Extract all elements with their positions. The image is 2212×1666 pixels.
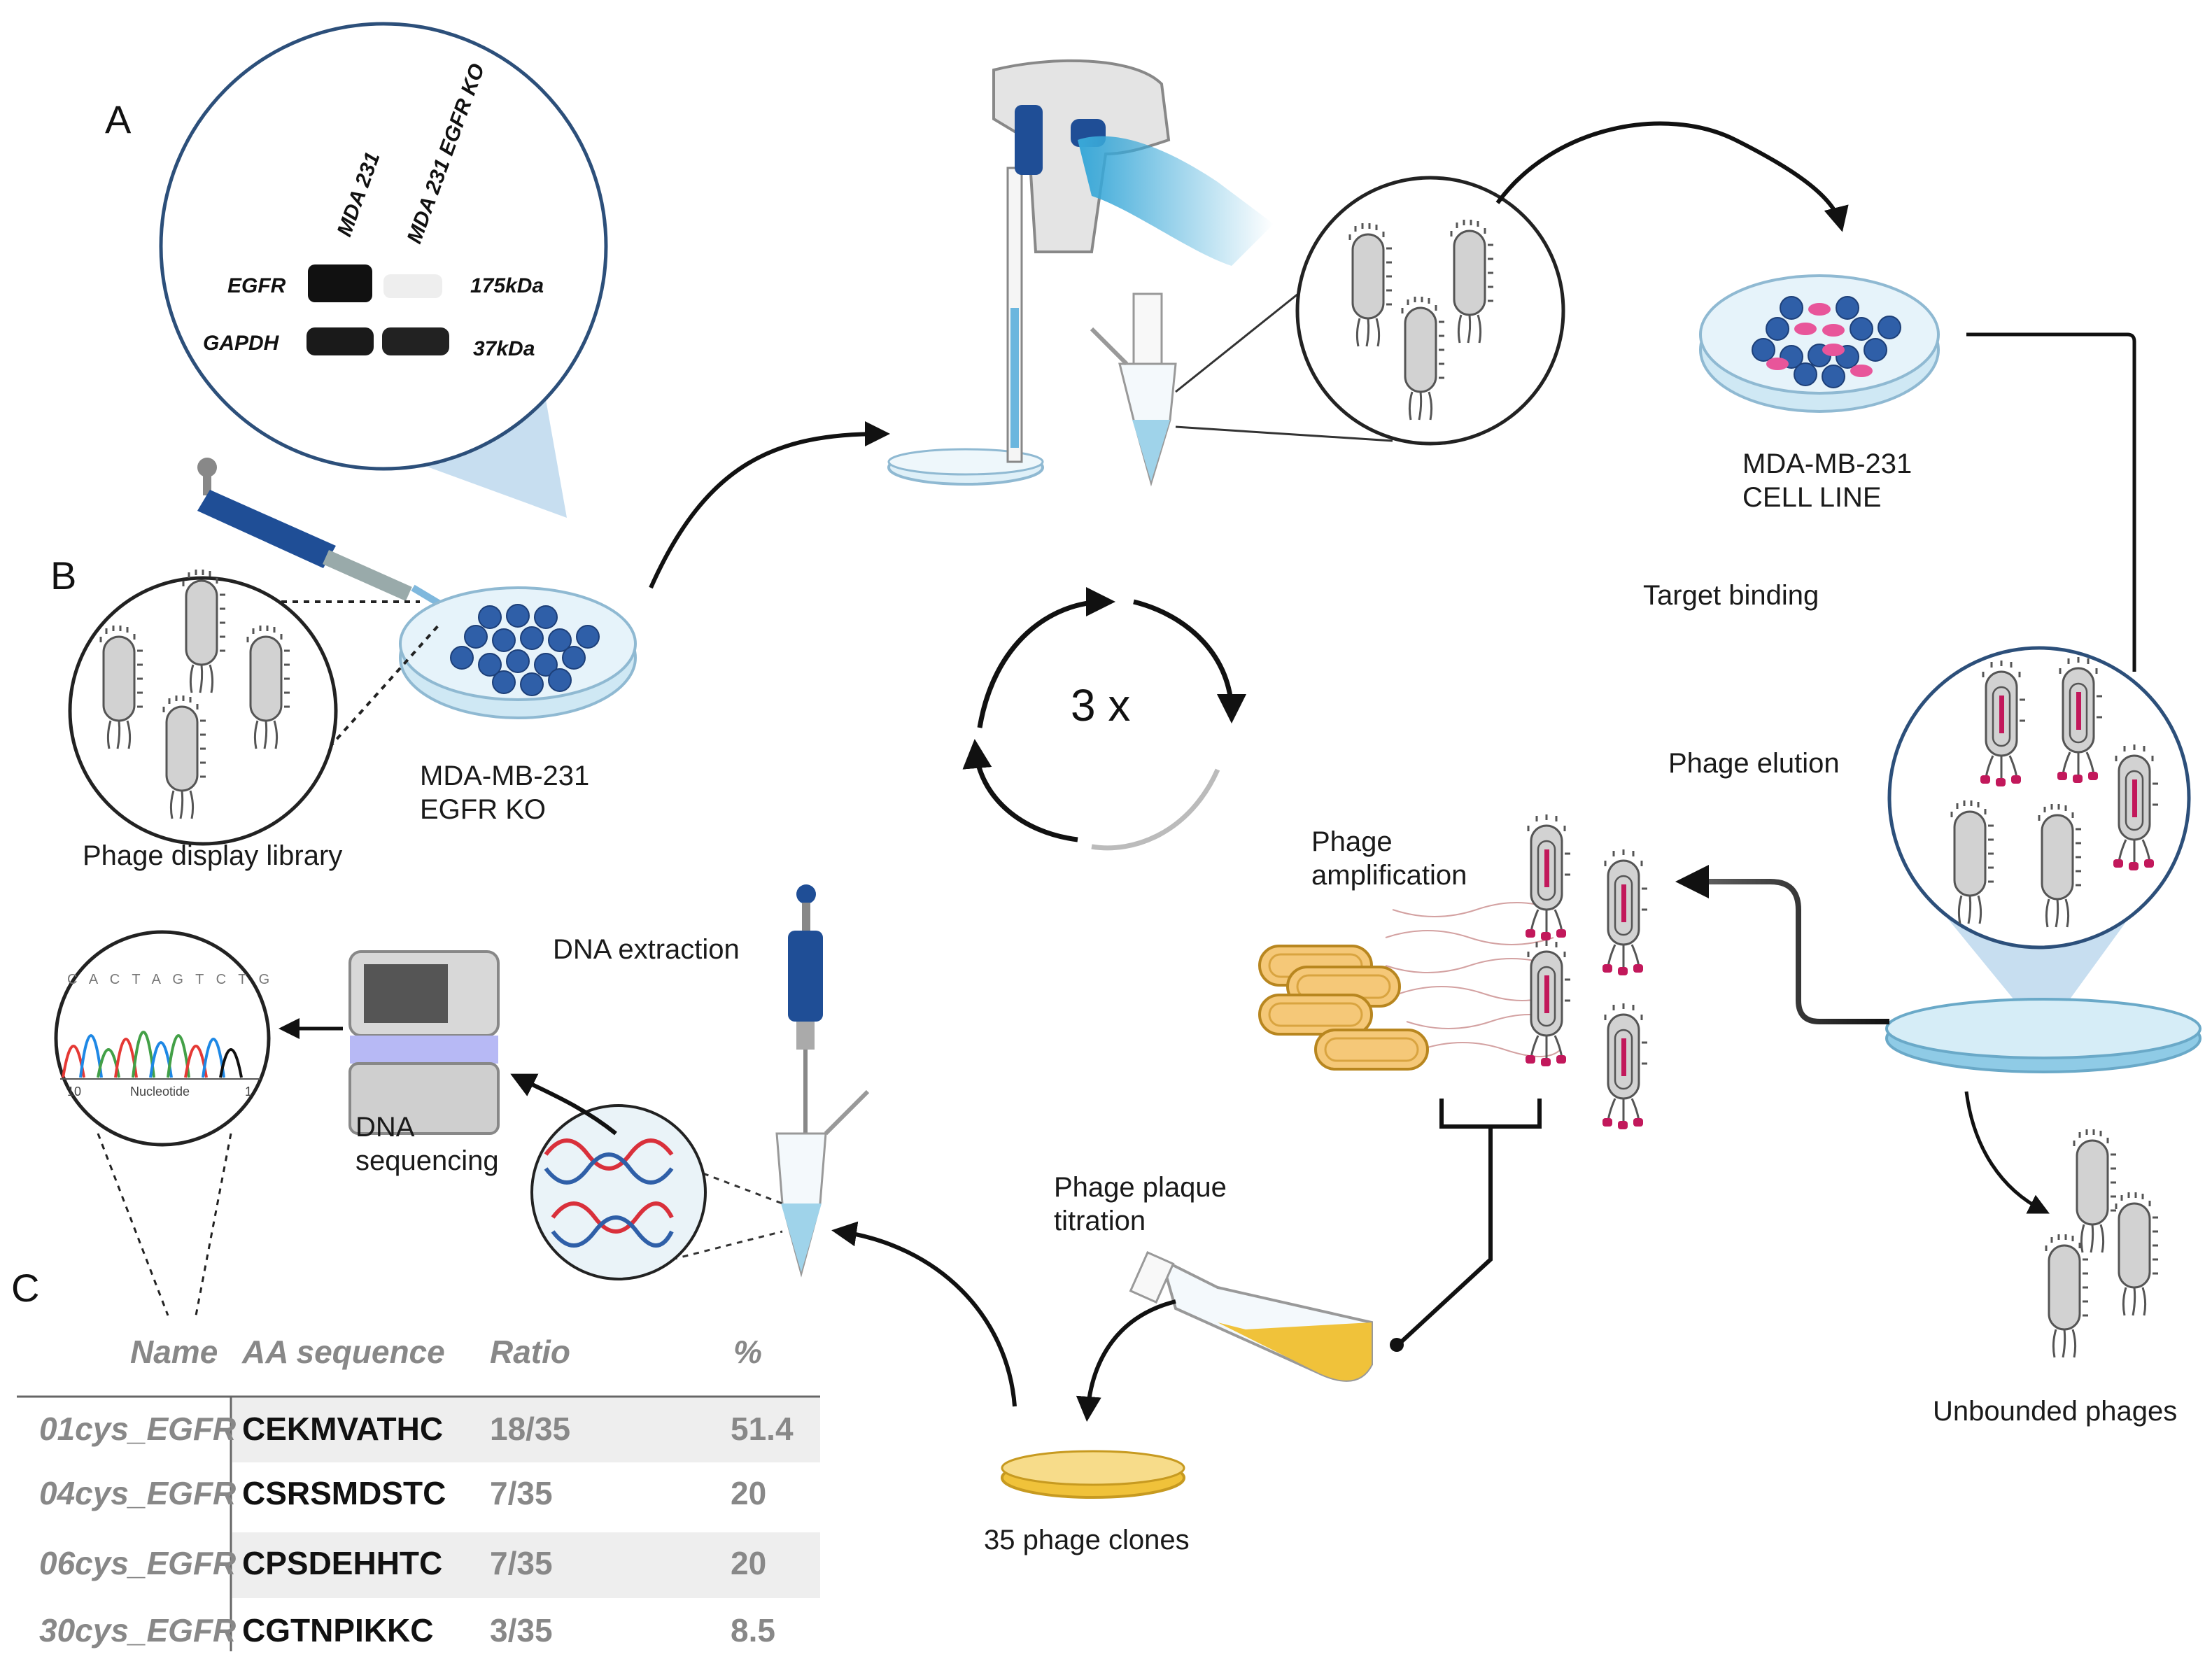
panel-label-b: B — [50, 553, 76, 598]
zoom-line — [671, 1160, 783, 1205]
table-cell-pct: 20 — [731, 1545, 766, 1581]
zoom-line — [1175, 425, 1393, 442]
table-cell-pct: 20 — [731, 1475, 766, 1511]
table-cell-ratio: 7/35 — [490, 1545, 553, 1581]
target-cell-dish — [1699, 274, 1940, 413]
table-header: % — [733, 1334, 762, 1370]
cycle-arrows-icon — [962, 587, 1246, 851]
table-cell-name: 04cys_EGFR — [39, 1475, 236, 1511]
table-cell-name: 30cys_EGFR — [39, 1612, 236, 1649]
unbound-label: Unbounded phages — [1933, 1396, 2177, 1427]
table-cell-seq: CEKMVATHC — [242, 1411, 443, 1447]
library-magnifier — [68, 568, 442, 846]
elution-label: Phage elution — [1668, 748, 1840, 779]
titration-label: titration — [1054, 1206, 1146, 1236]
sequencing-label: sequencing — [355, 1145, 499, 1176]
arrow — [1495, 121, 1849, 232]
clone-plate-icon — [1001, 1450, 1185, 1499]
blot-size-label: 175kDa — [470, 274, 544, 297]
arrow — [510, 1073, 617, 1136]
unbound-phages-icon — [2045, 1128, 2160, 1359]
table-cell-name: 06cys_EGFR — [39, 1545, 236, 1581]
amplification-label: amplification — [1311, 860, 1467, 891]
ko-cell-dish — [399, 586, 637, 719]
sequencing-label: DNA — [355, 1112, 415, 1143]
arrow — [1076, 1299, 1176, 1422]
connector-line — [1397, 1099, 1542, 1346]
table-cell-ratio: 7/35 — [490, 1475, 553, 1511]
amplification-label: Phage — [1311, 826, 1393, 857]
blot-band — [308, 264, 372, 302]
table-cell-ratio: 18/35 — [490, 1411, 570, 1447]
chromatogram-axis-label: Nucleotide — [130, 1085, 190, 1099]
pipette-controller-icon — [887, 59, 1274, 486]
dna-magnifier — [530, 1104, 707, 1280]
zoom-line — [97, 1133, 169, 1316]
chromatogram-bases: C A C T A G T C T G — [67, 972, 274, 987]
table-header: AA sequence — [241, 1334, 445, 1370]
table-cell-pct: 8.5 — [731, 1612, 775, 1649]
flask-icon — [1129, 1251, 1373, 1382]
connector-line — [1966, 332, 2136, 672]
chromatogram-axis-label: 1 — [245, 1085, 252, 1099]
connector-dot — [1390, 1338, 1404, 1352]
sequence-table: Name AA sequence Ratio % 01cys_EGFR CEKM… — [17, 1334, 820, 1651]
clones-label: 35 phage clones — [984, 1525, 1190, 1555]
elution-magnifier — [1887, 646, 2191, 1036]
sequencer-icon — [348, 950, 500, 1135]
table-cell-seq: CGTNPIKKC — [242, 1612, 433, 1649]
titration-label: Phage plaque — [1054, 1172, 1227, 1203]
extraction-pipette-icon — [788, 884, 823, 1148]
phage-input-magnifier — [1295, 176, 1565, 446]
microcentrifuge-tube-icon — [1090, 292, 1177, 487]
table-cell-ratio: 3/35 — [490, 1612, 553, 1649]
chromatogram-magnifier: C A C T A G T C T G 10 Nucleotide 1 — [54, 930, 274, 1147]
table-cell-seq: CSRSMDSTC — [242, 1475, 446, 1511]
table-cell-seq: CPSDEHHTC — [242, 1545, 442, 1581]
panel-label-a: A — [105, 97, 132, 141]
arrow — [831, 1221, 1017, 1407]
panel-label-c: C — [11, 1266, 39, 1310]
cycle-count-label: 3 x — [1071, 680, 1130, 730]
blot-band — [382, 327, 449, 355]
blot-band — [307, 327, 374, 355]
chromatogram-axis-label: 10 — [67, 1085, 81, 1099]
arrow — [1964, 1091, 2050, 1214]
table-header: Name — [130, 1334, 218, 1370]
ko-cells-label: MDA-MB-231 — [420, 761, 589, 791]
table-row — [232, 1398, 820, 1462]
western-blot-magnifier: MDA 231 MDA 231 EGFR KO EGFR GAPDH 175kD… — [159, 22, 608, 518]
ko-cells-label: EGFR KO — [420, 794, 546, 825]
target-cells-label: MDA-MB-231 — [1742, 449, 1912, 479]
table-cell-name: 01cys_EGFR — [39, 1411, 236, 1447]
extraction-tube-icon — [775, 1089, 870, 1278]
arrow — [1675, 865, 1889, 1024]
arrow — [649, 421, 890, 589]
zoom-line — [195, 1133, 232, 1316]
zoom-line — [671, 1230, 783, 1261]
table-row — [232, 1532, 820, 1598]
target-binding-label: Target binding — [1643, 580, 1819, 611]
table-header: Ratio — [490, 1334, 570, 1370]
elution-dish — [1885, 998, 2202, 1073]
zoom-line — [1175, 278, 1316, 393]
blot-band — [383, 274, 442, 298]
table-cell-pct: 51.4 — [731, 1411, 794, 1447]
blot-protein-label: EGFR — [227, 274, 286, 297]
target-cells-label: CELL LINE — [1742, 482, 1882, 513]
extraction-label: DNA extraction — [553, 934, 740, 965]
library-label: Phage display library — [83, 840, 342, 871]
blot-protein-label: GAPDH — [203, 332, 280, 355]
bacteria-phage-icon — [1258, 813, 1649, 1131]
blot-size-label: 37kDa — [473, 337, 535, 360]
